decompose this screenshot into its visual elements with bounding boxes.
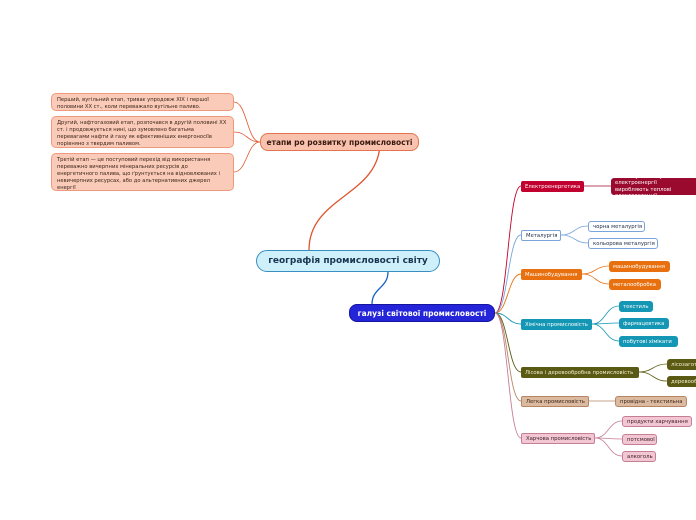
branch-forest[interactable]: Лісова і деревообробна промисловість bbox=[521, 367, 639, 378]
link-food-1 bbox=[594, 420, 623, 439]
leaf-chem-3[interactable]: побутові хімікати bbox=[619, 336, 678, 347]
link-ind-food bbox=[494, 312, 522, 439]
link-root-industries bbox=[371, 271, 389, 305]
branch-food[interactable]: Харчова промисловість bbox=[521, 433, 595, 444]
leaf-electric-1[interactable]: Основну частину електроенергії виробляют… bbox=[611, 178, 696, 195]
stage-note-3[interactable]: Третій етап — це поступовий перехід від … bbox=[51, 153, 234, 191]
industries-node[interactable]: галузі світової промисловості bbox=[349, 304, 495, 322]
link-chem-1 bbox=[591, 305, 620, 325]
branch-electric[interactable]: Електроенергетика bbox=[521, 181, 584, 192]
leaf-forest-1[interactable]: лісозаготівельна bbox=[667, 359, 696, 370]
link-stages-note-2 bbox=[233, 131, 261, 143]
link-ind-light bbox=[494, 312, 522, 402]
branch-metallurgy[interactable]: Металургія bbox=[521, 230, 561, 241]
stage-note-2[interactable]: Другий, нафтогазовий етап, розпочався в … bbox=[51, 116, 234, 148]
link-metal-2 bbox=[560, 234, 589, 244]
link-ind-machine bbox=[494, 273, 522, 314]
link-forest-1 bbox=[638, 363, 668, 373]
link-stages-note-1 bbox=[233, 101, 261, 143]
leaf-food-1[interactable]: продукти харчування bbox=[622, 416, 692, 427]
link-machine-1 bbox=[581, 265, 610, 275]
stages-node[interactable]: етапи ро розвитку промисловості bbox=[260, 133, 419, 151]
branch-machine[interactable]: Машинобудування bbox=[521, 269, 582, 280]
leaf-machine-2[interactable]: металообробка bbox=[609, 279, 661, 290]
leaf-metal-1[interactable]: чорна металургія bbox=[588, 221, 645, 232]
leaf-food-3[interactable]: алкоголь bbox=[622, 451, 656, 462]
leaf-light-1[interactable]: провідна - текстильна bbox=[615, 396, 687, 407]
link-food-3 bbox=[594, 437, 623, 457]
link-ind-metal bbox=[494, 234, 522, 314]
leaf-machine-1[interactable]: машинобудування bbox=[609, 261, 670, 272]
link-ind-forest bbox=[494, 312, 522, 373]
link-root-stages bbox=[308, 141, 381, 251]
link-chem-3 bbox=[591, 323, 620, 342]
link-ind-chem bbox=[494, 312, 522, 325]
link-machine-2 bbox=[581, 273, 610, 285]
branch-light[interactable]: Легка промисловість bbox=[521, 396, 589, 407]
link-ind-electric bbox=[494, 185, 522, 314]
leaf-forest-2[interactable]: деревообробна bbox=[667, 376, 696, 387]
stage-note-1[interactable]: Перший, вугільний етап, триває упродовж … bbox=[51, 93, 234, 111]
root-node[interactable]: географія промисловості світу bbox=[256, 250, 440, 272]
leaf-metal-2[interactable]: кольорова металургія bbox=[588, 238, 658, 249]
leaf-food-2[interactable]: потсмової bbox=[622, 434, 657, 445]
link-stages-note-3 bbox=[233, 141, 261, 173]
link-forest-2 bbox=[638, 371, 668, 382]
leaf-chem-2[interactable]: фармацевтика bbox=[619, 318, 669, 329]
leaf-chem-1[interactable]: текстиль bbox=[619, 301, 653, 312]
link-metal-1 bbox=[560, 225, 589, 236]
branch-chemical[interactable]: Хімічна промисловість bbox=[521, 319, 592, 330]
